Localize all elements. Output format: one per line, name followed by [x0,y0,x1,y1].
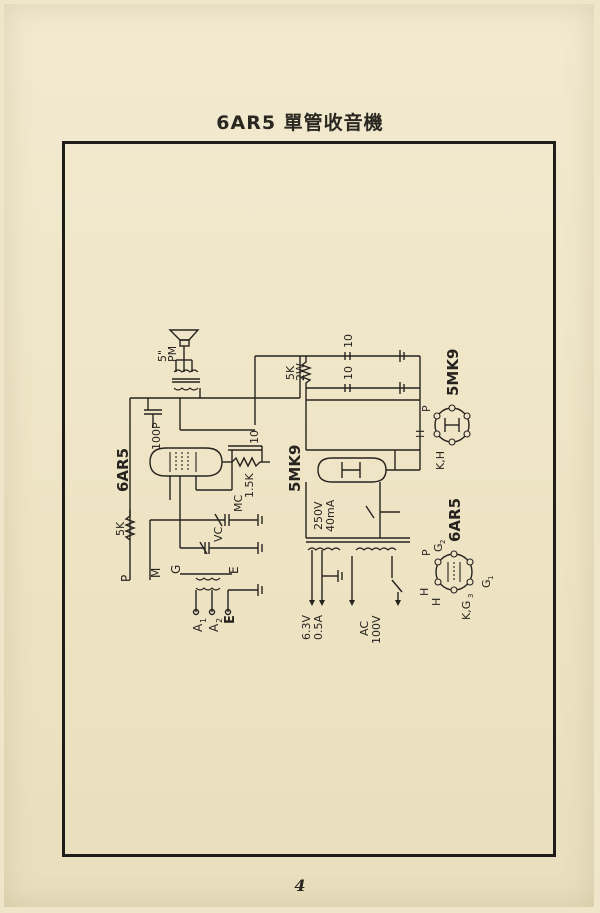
socket-6ar5-name: 6AR5 [446,498,464,542]
speaker-symbol [168,329,200,391]
socket-6ar5-pin-g1: G 1 [480,576,495,588]
antenna-a2-subscript: 2 [215,618,224,623]
page-title: 6AR5 單管收音機 [216,112,384,134]
schematic-frame [62,141,556,857]
socket-6ar5-pin-g2: G 2 [432,540,447,552]
cap-10-grid-label: 10 [248,430,261,444]
socket-6ar5-kg3-letter: K,G [460,601,473,620]
tube-6ar5-label: 6AR5 [114,448,132,492]
res-5k-plate-label: 5K [114,521,127,536]
cap-100p-label: 100P [150,422,163,450]
mc-label: MC [232,495,245,512]
speaker-type-label: PM [166,346,179,362]
socket-5mk9 [433,404,471,446]
pin-p-label: P [119,575,133,582]
socket-5mk9-pin-h: H [414,430,427,438]
socket-6ar5-pin-h1: H [418,588,431,596]
pin-g-label: G [169,565,183,574]
socket-6ar5-g1-subscript: 1 [487,576,495,580]
tube-5mk9-label: 5MK9 [286,445,304,492]
socket-6ar5-pin-h2: H [430,598,443,606]
antenna-a1-letter: A [191,623,205,632]
ac-voltage-label: 100V [370,615,383,644]
page-background [4,4,594,907]
antenna-a2-label: A 2 [207,618,224,632]
antenna-e-label: E [223,615,238,624]
res-1.5k-label: 1.5K [243,473,256,498]
transformer-voltage-label: 250V [312,501,325,530]
socket-6ar5 [434,550,474,594]
socket-6ar5-g2-letter: G [432,543,445,552]
speaker-size-label: 5" [156,350,169,362]
antenna-a1-label: A 1 [191,618,208,632]
antenna-a2-letter: A [207,623,221,632]
heater-current-label: 0.5A [312,615,325,640]
cap-10-filter1-label: 10 [342,334,355,348]
socket-5mk9-pin-kh: K,H [434,451,447,470]
socket-5mk9-name: 5MK9 [444,349,462,396]
cap-10-filter2-label: 10 [342,366,355,380]
socket-6ar5-kg3-subscript: 3 [467,594,475,598]
res-5k-filter-label: 5K [284,365,297,380]
page-number: 4 [294,876,306,895]
socket-6ar5-g2-subscript: 2 [439,540,447,544]
socket-6ar5-pin-p: P [420,549,433,556]
circuit-wiring [124,350,421,616]
pin-m-label: M [149,568,163,578]
heater-voltage-label: 6.3V [300,615,313,640]
ac-label: AC [358,621,371,636]
transformer-current-label: 40mA [324,499,337,532]
socket-5mk9-pin-p: P [420,405,433,412]
res-2w-filter-label: 2W [294,363,307,381]
antenna-a1-subscript: 1 [199,618,208,623]
socket-6ar5-pin-kg3: K,G 3 [460,594,475,620]
socket-6ar5-g1-letter: G [480,579,493,588]
pin-e-coil-label: E [227,566,241,574]
vc-label: VC [212,526,225,542]
